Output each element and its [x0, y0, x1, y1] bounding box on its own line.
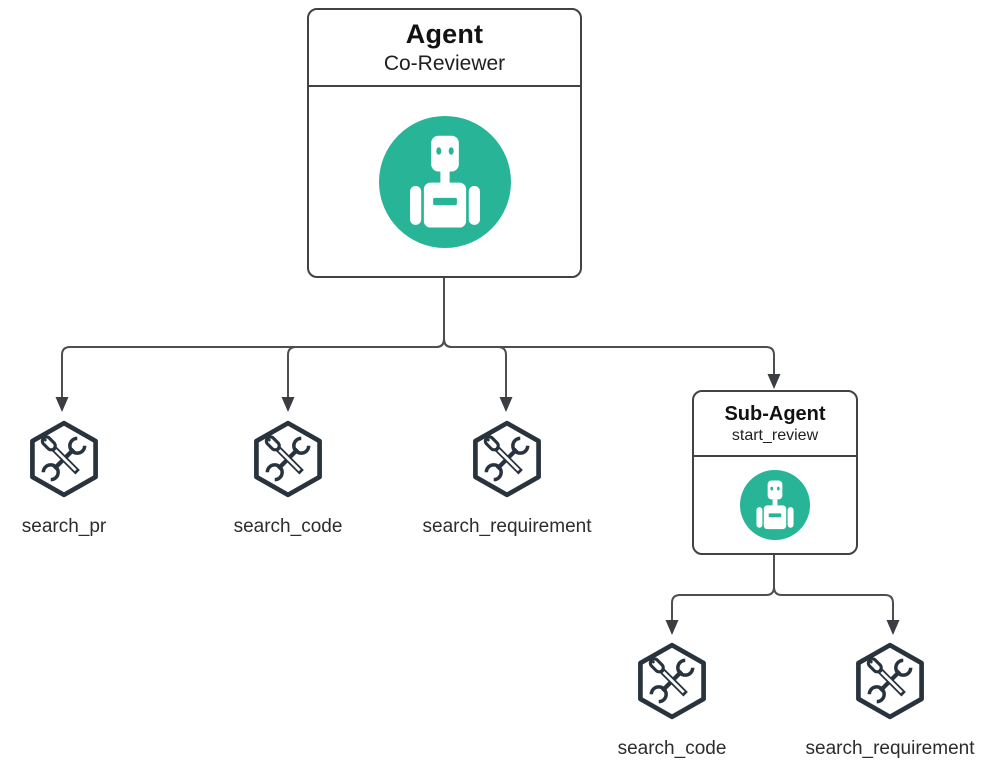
- tool-node-search-pr[interactable]: search_pr: [0, 416, 174, 538]
- agent-node-header: Agent Co-Reviewer: [309, 10, 580, 87]
- sub-agent-node-body: [694, 457, 856, 553]
- tool-label: search_pr: [21, 516, 107, 537]
- agent-subtitle: Co-Reviewer: [383, 52, 506, 75]
- tools-hexagon-icon: [249, 416, 327, 502]
- arrowhead-icon: [55, 397, 69, 412]
- tool-node-sub-search-code[interactable]: search_code: [562, 638, 782, 760]
- arrowhead-icon: [767, 374, 781, 389]
- edge-agent-to-search-pr: [61, 278, 445, 398]
- edge-agent-to-sub-agent: [443, 278, 775, 375]
- edge-sub-agent-to-search-requirement: [773, 555, 894, 621]
- arrowhead-icon: [886, 620, 900, 635]
- arrowhead-icon: [665, 620, 679, 635]
- robot-icon: [740, 470, 810, 540]
- tools-hexagon-icon: [633, 638, 711, 724]
- edge-sub-agent-to-search-code: [671, 555, 775, 621]
- tool-node-search-requirement[interactable]: search_requirement: [397, 416, 617, 538]
- arrowhead-icon: [499, 397, 513, 412]
- sub-agent-title: Sub-Agent: [724, 402, 826, 425]
- agent-node[interactable]: Agent Co-Reviewer: [307, 8, 582, 278]
- arrowhead-icon: [281, 397, 295, 412]
- tools-hexagon-icon: [25, 416, 103, 502]
- tool-label: search_requirement: [805, 738, 975, 759]
- sub-agent-subtitle: start_review: [731, 426, 819, 444]
- tool-label: search_code: [233, 516, 343, 537]
- tools-hexagon-icon: [468, 416, 546, 502]
- edge-agent-to-search-code: [287, 278, 445, 398]
- robot-icon: [379, 116, 511, 248]
- tools-hexagon-icon: [851, 638, 929, 724]
- tool-node-sub-search-requirement[interactable]: search_requirement: [780, 638, 1000, 760]
- tool-node-search-code[interactable]: search_code: [178, 416, 398, 538]
- agent-node-body: [309, 87, 580, 276]
- sub-agent-node-header: Sub-Agent start_review: [694, 392, 856, 457]
- tool-label: search_requirement: [422, 516, 592, 537]
- edge-agent-to-search-requirement: [443, 278, 507, 398]
- tool-label: search_code: [617, 738, 727, 759]
- agent-title: Agent: [405, 19, 484, 49]
- sub-agent-node[interactable]: Sub-Agent start_review: [692, 390, 858, 555]
